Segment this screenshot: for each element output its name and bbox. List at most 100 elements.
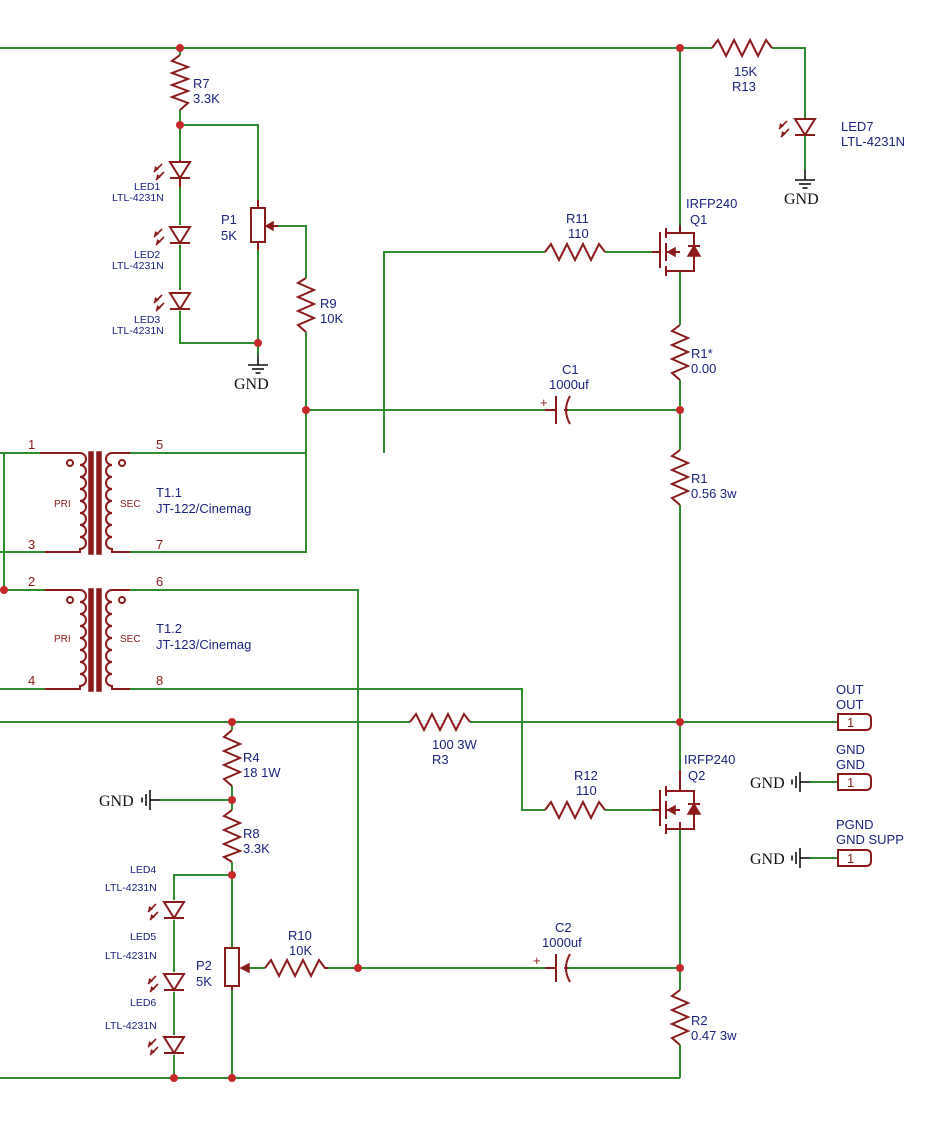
c2-value: 1000uf <box>542 935 582 950</box>
ground-label-conn-gnd: GND <box>750 775 785 792</box>
svg-text:+: + <box>533 953 541 968</box>
ground-label-conn-pgnd: GND <box>750 851 785 868</box>
led3-ref: LED3 <box>134 314 160 326</box>
connector-gnd: GND GND 1 <box>836 742 872 791</box>
led6-value: LTL-4231N <box>105 1020 157 1032</box>
t12-pin-6: 6 <box>156 574 163 589</box>
t11-pin-7: 7 <box>156 537 163 552</box>
resistor-r7: R7 3.3K <box>169 54 220 111</box>
r1-value: 0.56 3w <box>691 486 737 501</box>
c2-ref: C2 <box>555 920 572 935</box>
t11-pri-label: PRI <box>54 499 71 510</box>
t11-pin-3: 3 <box>28 537 35 552</box>
t11-pin-5: 5 <box>156 437 163 452</box>
r13-ref: R13 <box>732 79 756 94</box>
ground-symbol-p1: GND <box>234 354 269 393</box>
led-led3: LED3 LTL-4231N <box>112 292 191 337</box>
conn-out-label: OUT <box>836 697 864 712</box>
resistor-r4: R4 18 1W <box>221 729 281 787</box>
led-led6: LED6 LTL-4231N <box>105 997 185 1056</box>
p1-ref: P1 <box>221 212 237 227</box>
led7-value: LTL-4231N <box>841 134 905 149</box>
c1-ref: C1 <box>562 362 579 377</box>
wires <box>0 47 838 1079</box>
r10-value: 10K <box>289 943 312 958</box>
ground-symbol-conn-gnd: GND <box>750 771 811 793</box>
r7-ref: R7 <box>193 76 210 91</box>
ground-label-p1: GND <box>234 376 269 393</box>
resistor-r13: 15K R13 <box>711 37 773 94</box>
q1-value: IRFP240 <box>686 196 737 211</box>
conn-pgnd-pin: 1 <box>847 851 854 866</box>
connector-out: OUT OUT 1 <box>836 682 872 731</box>
q1-ref: Q1 <box>690 212 707 227</box>
resistor-r8: R8 3.3K <box>221 809 270 863</box>
c1-value: 1000uf <box>549 377 589 392</box>
conn-out-name: OUT <box>836 682 864 697</box>
resistor-r1-star: R1* 0.00 <box>669 324 716 381</box>
r2-value: 0.47 3w <box>691 1028 737 1043</box>
r11-ref: R11 <box>566 211 589 226</box>
r4-value: 18 1W <box>243 765 281 780</box>
led1-ref: LED1 <box>134 181 160 193</box>
r2-ref: R2 <box>691 1013 708 1028</box>
ground-symbol-r4: GND <box>99 789 161 811</box>
resistor-r12: R12 110 <box>544 768 606 821</box>
resistor-r1: R1 0.56 3w <box>669 449 737 506</box>
p2-value: 5K <box>196 974 212 989</box>
resistor-r9: R9 10K <box>295 277 343 333</box>
p2-ref: P2 <box>196 958 212 973</box>
t11-sec-label: SEC <box>120 499 141 510</box>
t12-pin-2: 2 <box>28 574 35 589</box>
t12-pin-4: 4 <box>28 673 35 688</box>
wire-q1-gate <box>383 251 545 453</box>
t12-value: JT-123/Cinemag <box>156 637 251 652</box>
resistor-r10: R10 10K <box>264 928 328 979</box>
led-led1: LED1 LTL-4231N <box>112 160 191 204</box>
ground-symbol-conn-pgnd: GND <box>750 847 811 869</box>
r9-ref: R9 <box>320 296 337 311</box>
t12-pri-label: PRI <box>54 634 71 645</box>
r1-ref: R1 <box>691 471 708 486</box>
conn-gnd-label: GND <box>836 757 865 772</box>
r8-value: 3.3K <box>243 841 270 856</box>
transformer-t1-1: 1 3 5 7 PRI SEC T1.1 JT-122/Cinemag <box>28 437 251 555</box>
led-led4: LED4 LTL-4231N <box>105 864 185 921</box>
led-led5: LED5 LTL-4231N <box>105 931 185 993</box>
junctions <box>0 44 684 1082</box>
led4-value: LTL-4231N <box>105 882 157 894</box>
q2-ref: Q2 <box>688 768 705 783</box>
t12-sec-label: SEC <box>120 634 141 645</box>
mosfet-q2: IRFP240 Q2 <box>652 752 735 834</box>
mosfet-q1: IRFP240 Q1 <box>652 196 737 276</box>
led2-ref: LED2 <box>134 249 160 261</box>
capacitor-c1: + C1 1000uf <box>540 362 589 425</box>
conn-out-pin: 1 <box>847 715 854 730</box>
r11-value: 110 <box>568 226 589 241</box>
ground-symbol-led7: GND <box>784 169 819 208</box>
r8-ref: R8 <box>243 826 260 841</box>
p1-value: 5K <box>221 228 237 243</box>
capacitor-c2: + C2 1000uf <box>533 920 582 983</box>
conn-pgnd-name: PGND <box>836 817 874 832</box>
resistor-r2: R2 0.47 3w <box>669 989 737 1046</box>
ground-label-r4: GND <box>99 793 134 810</box>
r1s-value: 0.00 <box>691 361 716 376</box>
t12-pin-8: 8 <box>156 673 163 688</box>
potentiometer-p2: P2 5K <box>196 947 250 990</box>
t11-pin-1: 1 <box>28 437 35 452</box>
led2-value: LTL-4231N <box>112 260 164 272</box>
resistor-r3: 100 3W R3 <box>409 711 478 767</box>
r12-value: 110 <box>576 783 597 798</box>
led-led7: LED7 LTL-4231N <box>778 118 905 149</box>
svg-text:+: + <box>540 395 548 410</box>
r10-ref: R10 <box>288 928 312 943</box>
led1-value: LTL-4231N <box>112 192 164 204</box>
potentiometer-p1: P1 5K <box>221 200 278 250</box>
led4-ref: LED4 <box>130 864 156 876</box>
r4-ref: R4 <box>243 750 260 765</box>
t11-value: JT-122/Cinemag <box>156 501 251 516</box>
ground-label-led7: GND <box>784 191 819 208</box>
t12-ref: T1.2 <box>156 621 182 636</box>
